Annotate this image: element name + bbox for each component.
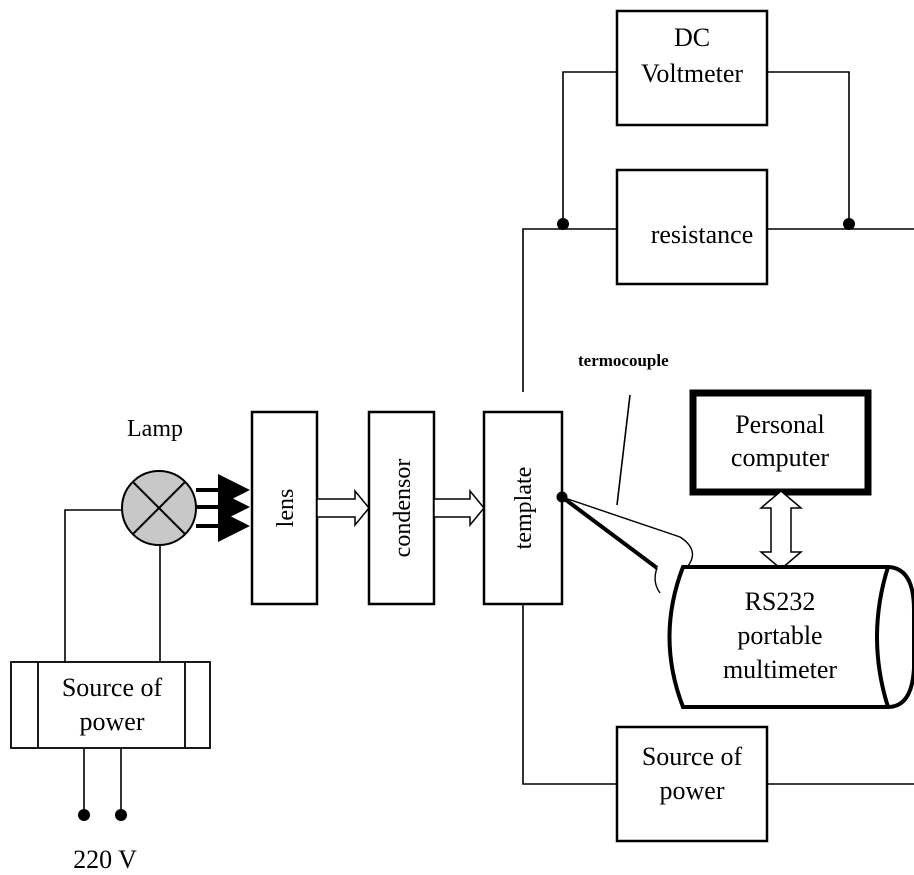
right-power-source-box: Source of power xyxy=(615,725,769,843)
left-power-label-line1: Source of xyxy=(62,673,163,702)
left-power-label-line2: power xyxy=(80,707,145,736)
light-ray-arrows xyxy=(196,474,250,542)
hollow-arrow-lens-condensor xyxy=(316,488,370,528)
template-bottom-wire xyxy=(522,604,617,785)
mains-terminal xyxy=(78,809,90,821)
right-power-label-line1: Source of xyxy=(642,742,743,771)
mains-terminal xyxy=(115,809,127,821)
resistance-label: resistance xyxy=(651,220,754,249)
voltmeter-left-wire xyxy=(562,71,617,224)
rs232-multimeter: RS232 portable multimeter xyxy=(667,565,914,709)
dc-voltmeter-label-line2: Voltmeter xyxy=(641,59,743,88)
hollow-arrow-condensor-template xyxy=(433,488,485,528)
data-link-arrow xyxy=(758,490,804,570)
multimeter-label-line3: multimeter xyxy=(723,655,837,684)
lens-label: lens xyxy=(273,489,299,528)
resistance-left-wire xyxy=(522,228,617,392)
lamp-left-wire xyxy=(64,509,122,662)
template-box: template xyxy=(482,410,564,606)
template-label: template xyxy=(511,467,537,550)
termocouple-leader xyxy=(616,394,631,506)
mains-voltage-label: 220 V xyxy=(73,845,137,874)
pc-label-line1: Personal xyxy=(735,410,825,439)
junction-dot xyxy=(843,218,855,230)
left-power-source-box: Source of power xyxy=(10,661,211,749)
personal-computer-box: Personal computer xyxy=(689,389,872,496)
multimeter-label-line1: RS232 xyxy=(745,587,816,616)
right-power-label-line2: power xyxy=(660,776,725,805)
dc-voltmeter-box: DC Voltmeter xyxy=(615,9,769,127)
multimeter-label-line2: portable xyxy=(737,621,822,650)
condensor-box: condensor xyxy=(367,410,436,606)
pc-label-line2: computer xyxy=(731,443,830,472)
voltmeter-right-wire xyxy=(767,71,850,224)
dc-voltmeter-label-line1: DC xyxy=(674,23,710,52)
junction-dot xyxy=(557,218,569,230)
condensor-label: condensor xyxy=(390,459,416,558)
thermocouple-probe xyxy=(556,491,694,594)
lamp-label: Lamp xyxy=(127,416,183,442)
lamp-icon xyxy=(121,470,197,546)
lens-box: lens xyxy=(250,410,319,606)
resistance-box: resistance xyxy=(615,168,769,286)
termocouple-label: termocouple xyxy=(578,351,669,370)
